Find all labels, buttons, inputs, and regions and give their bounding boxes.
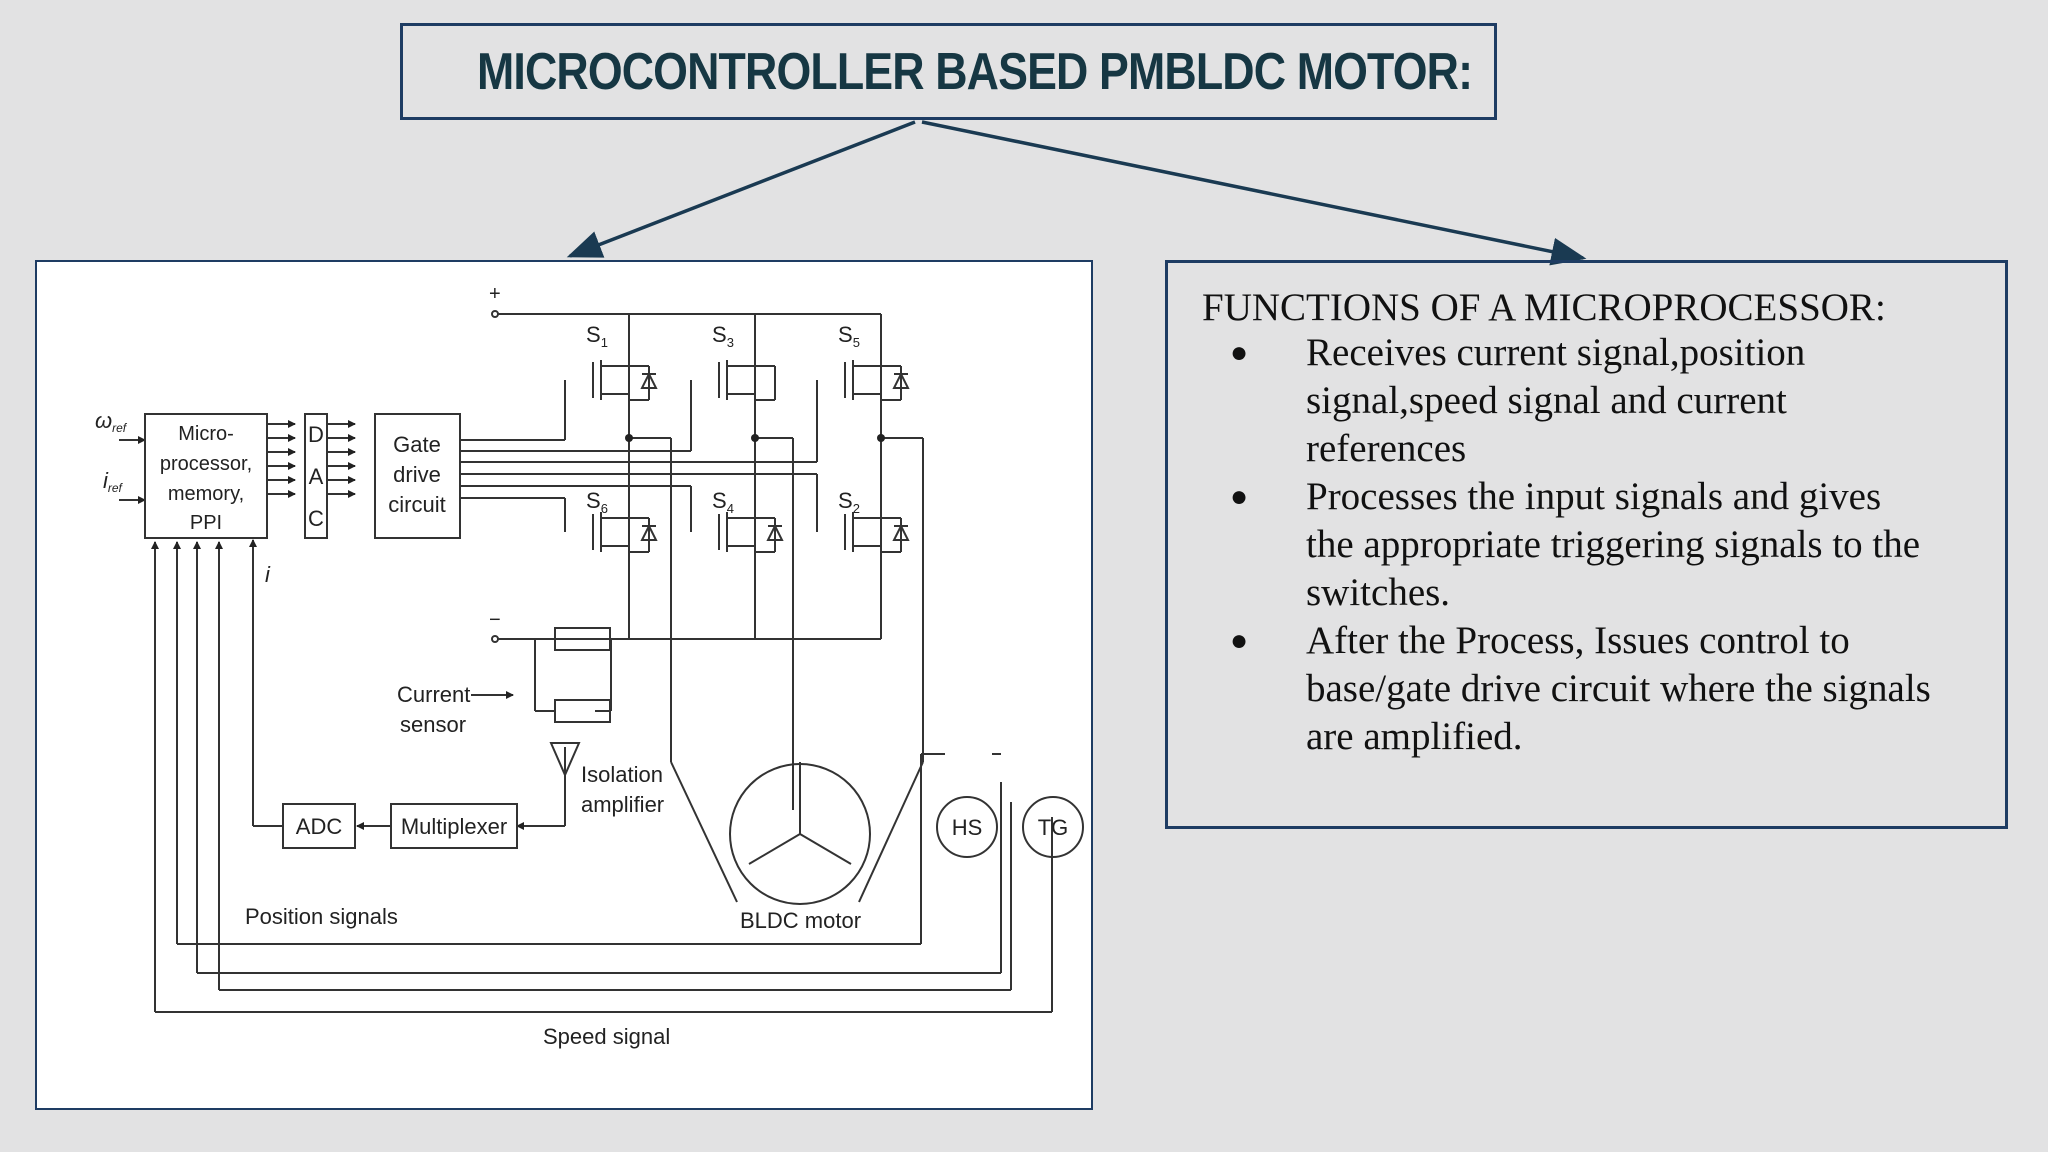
micro-label-4: PPI xyxy=(190,512,222,534)
adc-label: ADC xyxy=(296,814,343,839)
isolation-label-2: amplifier xyxy=(581,792,664,817)
isolation-label-1: Isolation xyxy=(581,762,663,787)
dac-label-c: C xyxy=(308,506,324,531)
function-line: After the Process, Issues control to xyxy=(1306,619,1850,662)
current-sensor-label-1: Current xyxy=(397,682,470,707)
switch-s6-label: S6 xyxy=(586,488,608,516)
function-item: ● Processes the input signals and gives … xyxy=(1168,473,2005,617)
switch-s4-label: S4 xyxy=(712,488,734,516)
minus-label: − xyxy=(489,609,501,631)
function-line: switches. xyxy=(1306,571,1451,614)
omega-ref-label: ωref xyxy=(95,408,128,435)
function-item: ● After the Process, Issues control to b… xyxy=(1168,617,2005,761)
circuit-diagram: ωref iref Micro- processor, memory, PPI … xyxy=(35,260,1093,1110)
function-line: Receives current signal,position xyxy=(1306,331,1806,374)
plus-label: + xyxy=(489,283,501,305)
resistor-bottom xyxy=(554,699,611,723)
bldc-motor-label: BLDC motor xyxy=(740,908,861,933)
gate-label-1: Gate xyxy=(393,432,441,457)
title-box: MICROCONTROLLER BASED PMBLDC MOTOR: xyxy=(400,23,1497,120)
switch-s2-label: S2 xyxy=(838,488,860,516)
i-feedback-label: i xyxy=(265,562,271,587)
resistor-top xyxy=(554,627,611,651)
micro-label-1: Micro- xyxy=(178,423,234,445)
tg-sensor xyxy=(1022,796,1084,858)
micro-label-3: memory, xyxy=(168,483,244,505)
functions-heading: FUNCTIONS OF A MICROPROCESSOR: xyxy=(1202,286,1886,329)
bullet-icon: ● xyxy=(1230,336,1249,369)
switch-s2-symbol xyxy=(844,512,910,553)
multiplexer-label: Multiplexer xyxy=(401,814,507,839)
function-line: base/gate drive circuit where the signal… xyxy=(1306,667,1931,710)
arrow-to-functions xyxy=(921,120,1587,266)
dac-block xyxy=(304,413,328,539)
tg-label: TG xyxy=(1038,815,1069,840)
switch-s5-symbol xyxy=(844,360,910,401)
switch-s6-symbol xyxy=(592,512,658,553)
function-line: Processes the input signals and gives xyxy=(1306,475,1882,518)
arrow-to-diagram xyxy=(566,120,916,258)
gate-label-2: drive xyxy=(393,462,441,487)
function-item: ● Receives current signal,position signa… xyxy=(1168,329,2005,473)
bullet-icon: ● xyxy=(1230,624,1249,657)
function-line: signal,speed signal and current xyxy=(1306,379,1787,422)
position-signals-label: Position signals xyxy=(245,904,398,929)
function-line: references xyxy=(1306,427,1467,470)
functions-box: FUNCTIONS OF A MICROPROCESSOR: ● Receive… xyxy=(1165,260,2008,829)
gate-label-3: circuit xyxy=(388,492,445,517)
multiplexer-block xyxy=(390,803,518,849)
isolation-amp-symbol xyxy=(549,742,581,778)
speed-signal-label: Speed signal xyxy=(543,1024,670,1049)
dac-label-a: A xyxy=(309,464,324,489)
hs-label: HS xyxy=(952,815,983,840)
current-sensor-label-2: sensor xyxy=(400,712,466,737)
i-ref-label: iref xyxy=(103,468,124,495)
circuit-schematic: ωref iref Micro- processor, memory, PPI … xyxy=(95,283,1084,1049)
functions-list: ● Receives current signal,position signa… xyxy=(1168,329,2005,761)
page-title: MICROCONTROLLER BASED PMBLDC MOTOR: xyxy=(477,42,1473,101)
microprocessor-block xyxy=(144,413,268,539)
switch-s1-label: S1 xyxy=(586,322,608,350)
switch-s5-label: S5 xyxy=(838,322,860,350)
hs-sensor xyxy=(936,796,998,858)
function-line: the appropriate triggering signals to th… xyxy=(1306,523,1921,566)
switch-s3-label: S3 xyxy=(712,322,734,350)
function-line: are amplified. xyxy=(1306,715,1523,758)
switch-s1-symbol xyxy=(592,360,658,401)
bullet-icon: ● xyxy=(1230,480,1249,513)
switch-s4-symbol xyxy=(718,512,784,553)
adc-block xyxy=(282,803,356,849)
micro-label-2: processor, xyxy=(160,453,252,475)
switch-s3-symbol xyxy=(718,360,776,401)
dac-label-d: D xyxy=(308,422,324,447)
gate-drive-block xyxy=(374,413,461,539)
